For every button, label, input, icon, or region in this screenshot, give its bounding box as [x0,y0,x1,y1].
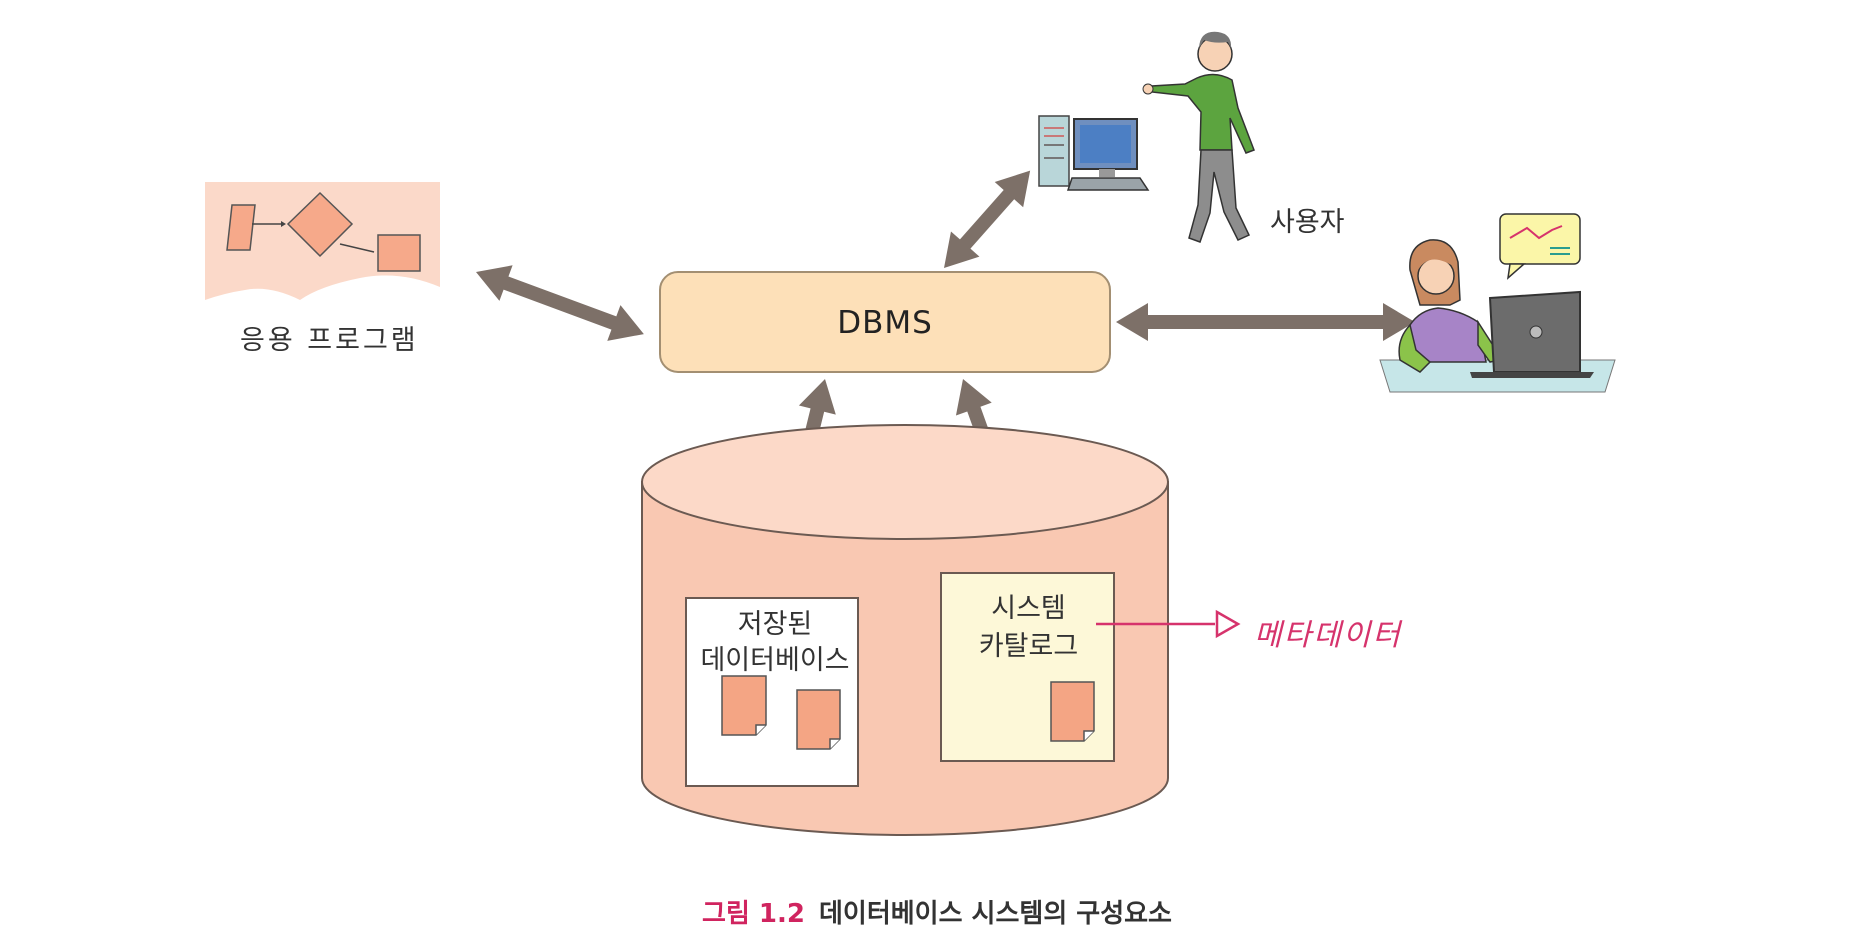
system-catalog-label: 시스템 카탈로그 [941,590,1116,666]
figure-title: 데이터베이스 시스템의 구성요소 [818,899,1172,929]
document-icon [796,689,841,750]
stored-database-label-line2: 데이터베이스 [700,645,850,676]
system-catalog-label-line2: 카탈로그 [978,631,1079,662]
application-program-icon [205,182,440,300]
system-catalog-card [940,572,1115,762]
user-label: 사용자 [1270,207,1345,238]
document-icon [1050,681,1095,742]
arrow-dbms-user [944,170,1031,268]
arrow-app-dbms [476,265,644,341]
system-catalog-label-line1: 시스템 [991,593,1066,624]
metadata-pointer-arrow [1096,609,1241,639]
metadata-label: 메타데이터 [1254,618,1402,653]
enduser-laptop-icon [1379,213,1616,393]
stored-database-card [685,597,859,787]
dbms-box [659,271,1111,373]
figure-caption: 그림 1.2 데이터베이스 시스템의 구성요소 [0,893,1874,930]
application-program-label: 응용 프로그램 [240,325,419,356]
desktop-computer-icon [1038,115,1150,191]
dbms-label: DBMS [837,305,933,341]
document-icon [721,675,767,736]
figure-number: 그림 1.2 [702,899,805,929]
arrow-dbms-enduser [1116,303,1415,341]
stored-database-label-line1: 저장된 [737,609,813,640]
user-figure-icon [1142,31,1255,243]
stored-database-label: 저장된 데이터베이스 [686,607,864,679]
